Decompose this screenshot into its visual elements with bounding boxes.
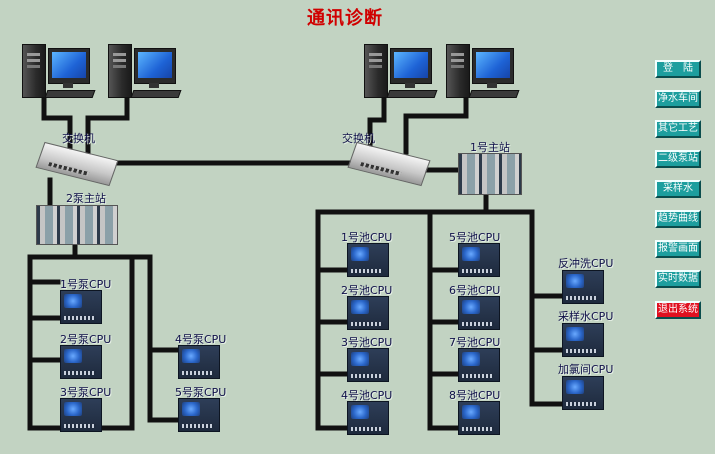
pump-cpu-label: 1号泵CPU <box>60 278 112 291</box>
main1-station-label: 1号主站 <box>470 141 510 154</box>
pump-cpu-label: 5号泵CPU <box>175 386 227 399</box>
plc-rack-icon <box>458 153 522 195</box>
plc-cpu-icon <box>60 398 102 432</box>
plc-cpu-icon <box>562 323 604 357</box>
pool-cpu-label: 8号池CPU <box>449 389 501 402</box>
other-process-button[interactable]: 其它工艺 <box>655 120 701 138</box>
monitor-icon <box>390 48 432 84</box>
exit-system-button[interactable]: 退出系统 <box>655 301 701 319</box>
chlorine-room-cpu-label: 加氯间CPU <box>558 363 614 376</box>
plc-cpu-icon <box>347 348 389 382</box>
pool-cpu-label: 1号池CPU <box>341 231 393 244</box>
secondary-pump-station-button[interactable]: 二级泵站 <box>655 150 701 168</box>
pc-tower-icon <box>22 44 46 98</box>
keyboard-icon <box>386 90 438 98</box>
pc-tower-icon <box>364 44 388 98</box>
workstation-pc-4 <box>446 44 520 100</box>
plc-cpu-icon <box>458 401 500 435</box>
alarm-screen-button[interactable]: 报警画面 <box>655 240 701 258</box>
realtime-data-button[interactable]: 实时数据 <box>655 270 701 288</box>
plc-cpu-icon <box>347 243 389 277</box>
pump-cpu-label: 2号泵CPU <box>60 333 112 346</box>
workstation-pc-1 <box>22 44 96 100</box>
workstation-pc-2 <box>108 44 182 100</box>
pc-tower-icon <box>108 44 132 98</box>
pc-tower-icon <box>446 44 470 98</box>
plc-cpu-icon <box>458 243 500 277</box>
water-workshop-button[interactable]: 净水车间 <box>655 90 701 108</box>
plc-cpu-icon <box>347 401 389 435</box>
pool-cpu-label: 5号池CPU <box>449 231 501 244</box>
trend-curve-button[interactable]: 趋势曲线 <box>655 210 701 228</box>
plc-cpu-icon <box>562 270 604 304</box>
monitor-icon <box>134 48 176 84</box>
switch-right-label: 交换机 <box>342 132 375 145</box>
monitor-icon <box>48 48 90 84</box>
plc-cpu-icon <box>562 376 604 410</box>
plc-rack-icon <box>36 205 118 245</box>
switch-left-label: 交换机 <box>62 132 95 145</box>
login-button[interactable]: 登 陆 <box>655 60 701 78</box>
page-title: 通讯诊断 <box>307 8 383 29</box>
pool-cpu-label: 2号池CPU <box>341 284 393 297</box>
pump-cpu-label: 3号泵CPU <box>60 386 112 399</box>
monitor-icon <box>472 48 514 84</box>
sample-water-cpu-label: 采样水CPU <box>558 310 614 323</box>
keyboard-icon <box>130 90 182 98</box>
pump-cpu-label: 4号泵CPU <box>175 333 227 346</box>
pump2-station-label: 2泵主站 <box>66 192 106 205</box>
pool-cpu-label: 3号池CPU <box>341 336 393 349</box>
plc-cpu-icon <box>60 290 102 324</box>
plc-cpu-icon <box>60 345 102 379</box>
pool-cpu-label: 7号池CPU <box>449 336 501 349</box>
plc-cpu-icon <box>458 296 500 330</box>
pool-cpu-label: 6号池CPU <box>449 284 501 297</box>
plc-cpu-icon <box>178 345 220 379</box>
backwash-cpu-label: 反冲洗CPU <box>558 257 614 270</box>
plc-cpu-icon <box>178 398 220 432</box>
keyboard-icon <box>468 90 520 98</box>
plc-cpu-icon <box>458 348 500 382</box>
plc-cpu-icon <box>347 296 389 330</box>
keyboard-icon <box>44 90 96 98</box>
sample-water-button[interactable]: 采样水 <box>655 180 701 198</box>
pool-cpu-label: 4号池CPU <box>341 389 393 402</box>
workstation-pc-3 <box>364 44 438 100</box>
